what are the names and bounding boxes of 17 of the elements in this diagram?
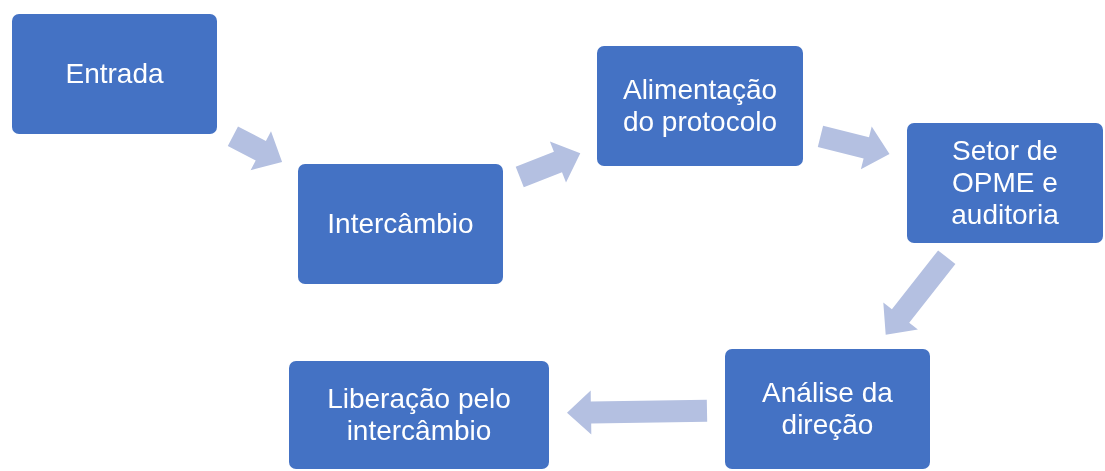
process-box: [725, 349, 930, 469]
block-arrow: [817, 125, 890, 170]
box-label: Setor de OPME e auditoria: [950, 134, 1060, 232]
block-arrow: [567, 390, 708, 435]
process-box: [597, 46, 803, 166]
box-label: Alimentação do protocolo: [621, 73, 779, 139]
process-box: [298, 164, 503, 284]
box-label: Análise da direção: [761, 376, 894, 442]
block-arrow: [883, 250, 956, 335]
block-arrow: [227, 126, 283, 171]
box-label: Entrada: [65, 57, 164, 91]
process-box: [289, 361, 549, 469]
process-box: [907, 123, 1103, 243]
block-arrow: [515, 141, 581, 188]
box-label: Liberação pelo intercâmbio: [326, 382, 512, 448]
box-label: Intercâmbio: [327, 207, 474, 241]
process-box: [12, 14, 217, 134]
